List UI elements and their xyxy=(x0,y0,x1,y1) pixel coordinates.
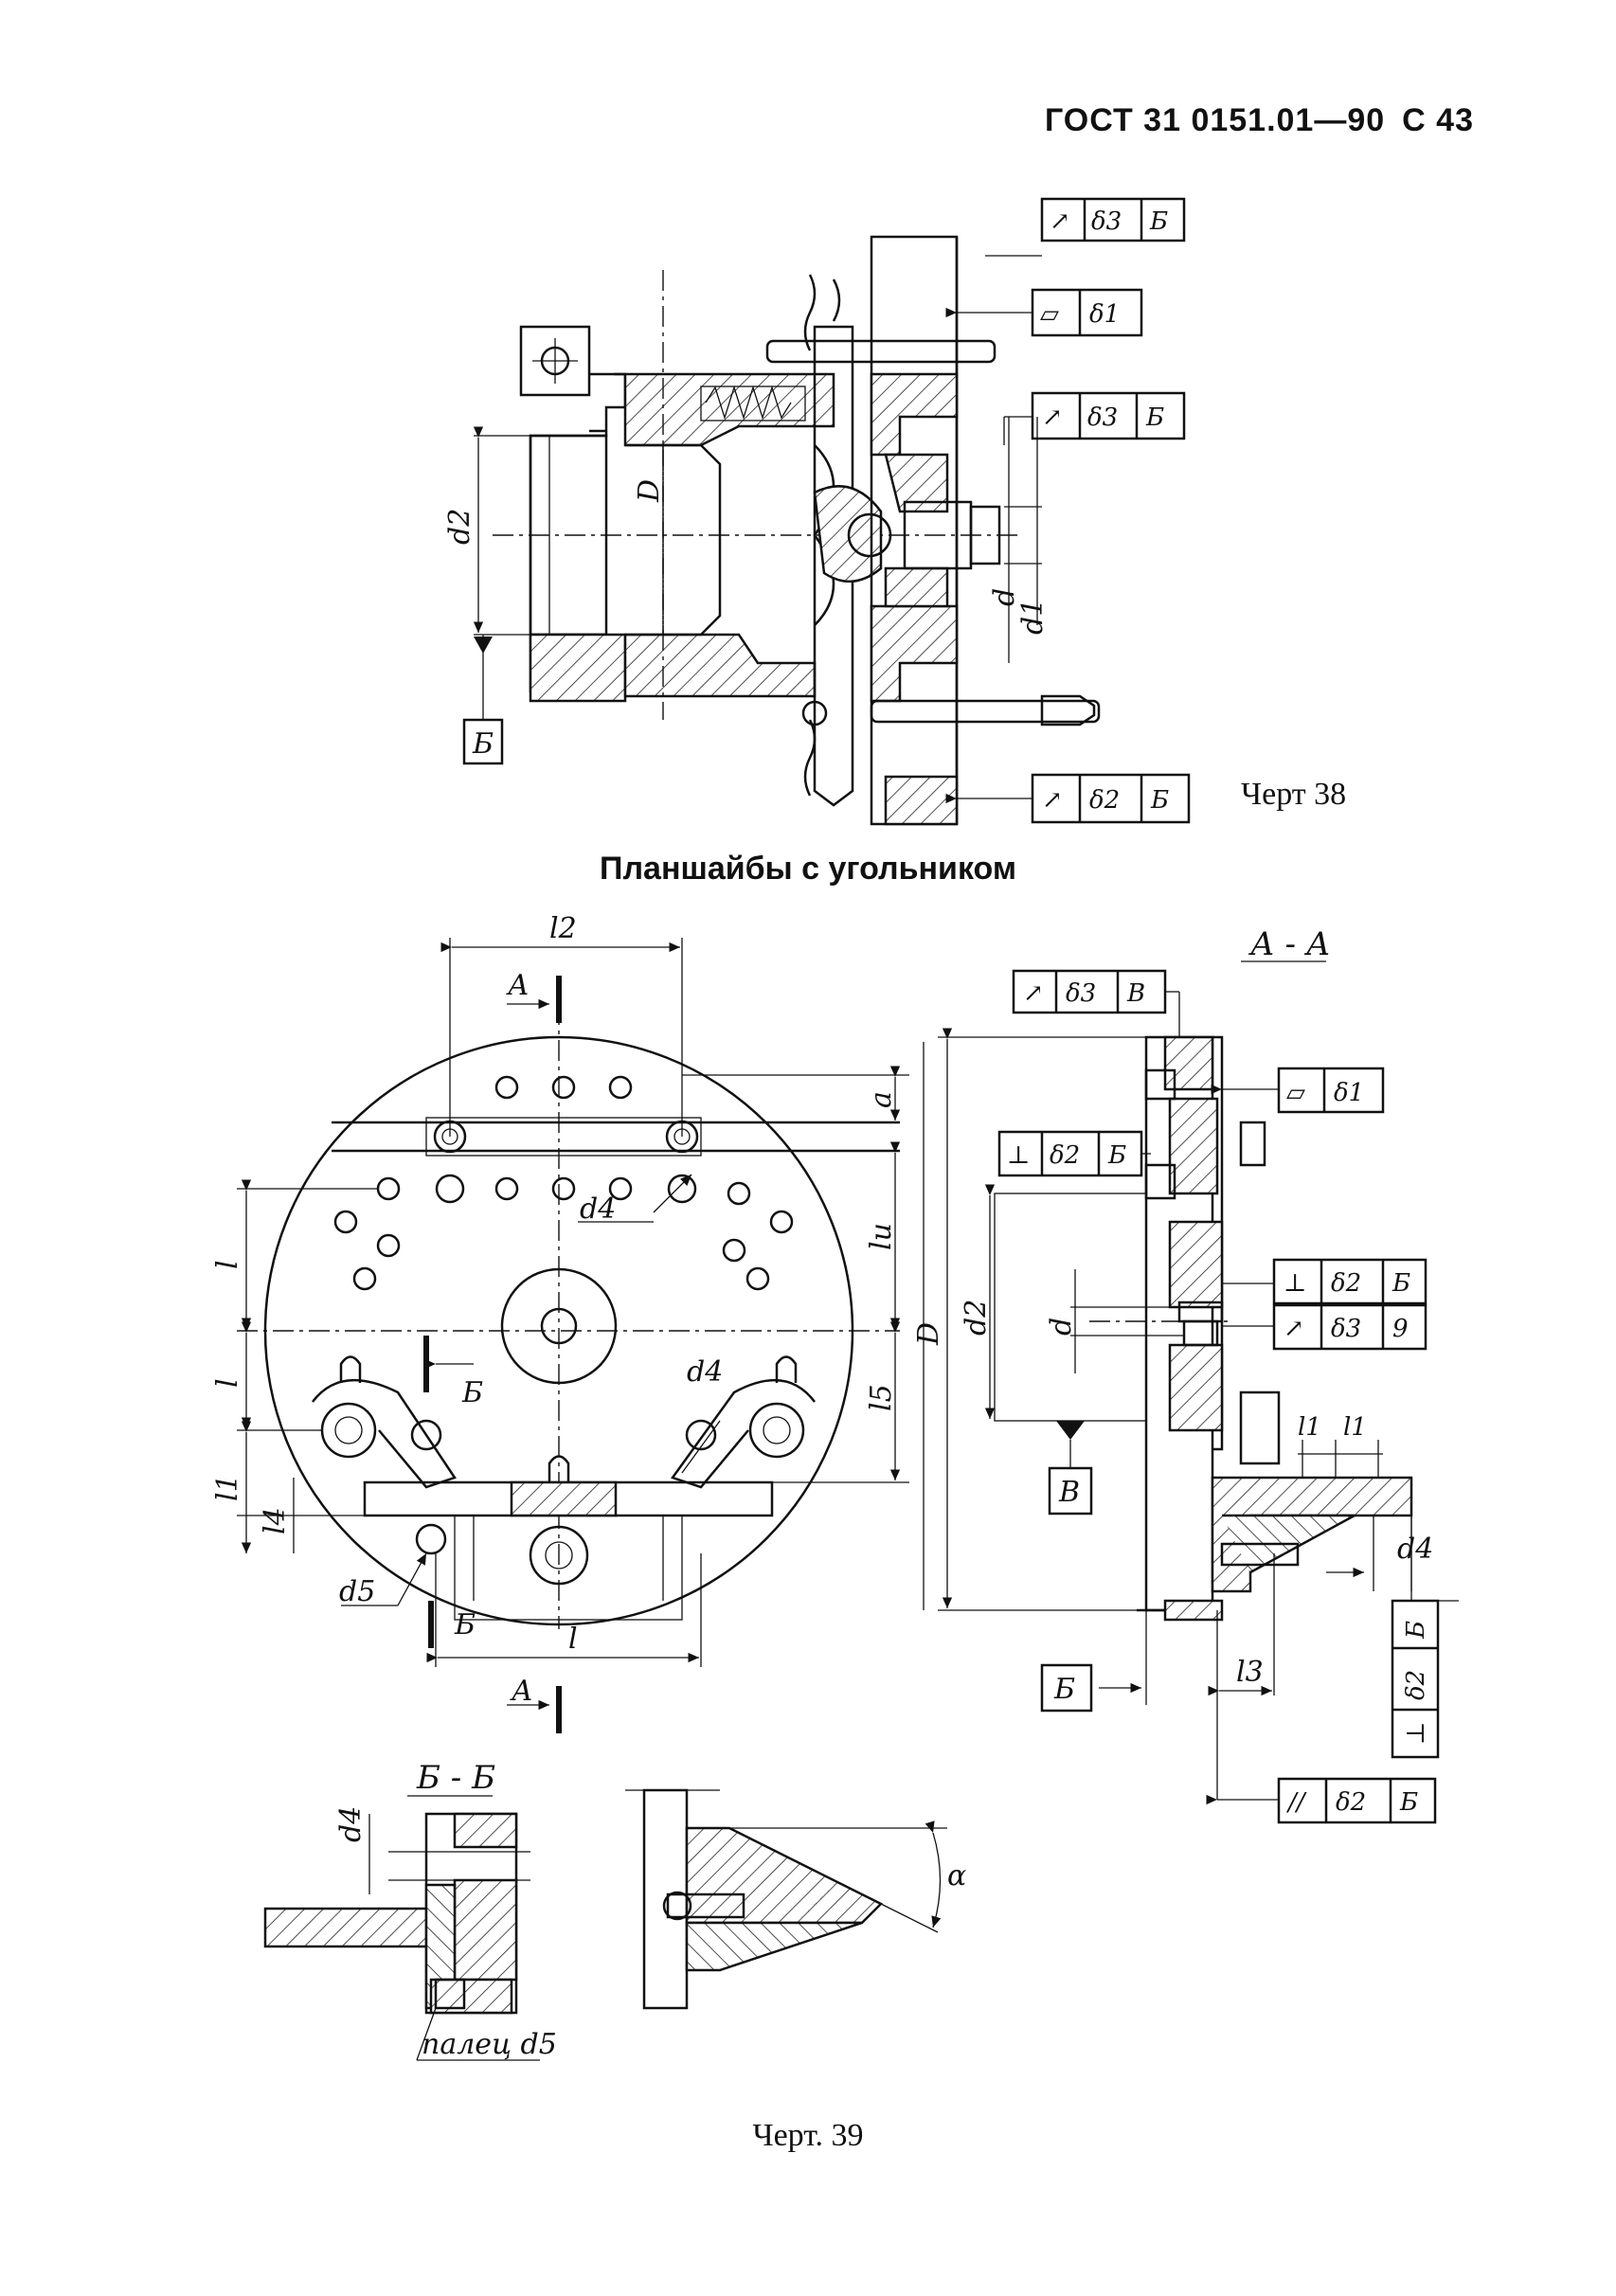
label-d5: d5 xyxy=(339,1575,375,1608)
svg-text:δ2: δ2 xyxy=(1402,1670,1430,1700)
section-mark-A-top: А xyxy=(506,969,530,1002)
svg-text:δ2: δ2 xyxy=(1331,1269,1361,1298)
svg-text:⊥: ⊥ xyxy=(1284,1269,1306,1298)
tolerance-frame-f39-4: ⊥ δ2 Б xyxy=(1222,1258,1427,1305)
dim-a: a xyxy=(865,1091,898,1108)
label-d4-upper: d4 xyxy=(580,1193,616,1226)
label-d4-lower: d4 xyxy=(687,1355,723,1389)
dim-d4-aa: d4 xyxy=(1397,1533,1433,1566)
svg-text:Б: Б xyxy=(1145,404,1164,432)
svg-text:δ3: δ3 xyxy=(1087,404,1118,432)
dim-l4-left: l4 xyxy=(259,1507,292,1534)
label-d2-fig38: d2 xyxy=(443,509,476,545)
dim-l3: l3 xyxy=(1236,1656,1264,1689)
dim-l-left-1: l xyxy=(211,1260,244,1269)
tolerance-frame-f38-3: ↗ δ3 Б xyxy=(1003,391,1186,445)
dim-alpha: α xyxy=(947,1859,966,1892)
svg-text:⊥: ⊥ xyxy=(1402,1722,1430,1745)
dim-d4-bb: d4 xyxy=(334,1806,368,1842)
svg-text:δ1: δ1 xyxy=(1089,300,1120,329)
svg-text:9: 9 xyxy=(1392,1315,1409,1343)
tolerance-frame-f39-3: ⊥ δ2 Б xyxy=(997,1130,1151,1177)
label-finger-d5: палец d5 xyxy=(422,2028,557,2061)
svg-text://: // xyxy=(1285,1788,1307,1817)
dim-l1-aa-1: l1 xyxy=(1298,1413,1321,1442)
svg-text:δ2: δ2 xyxy=(1089,786,1120,815)
dim-l5: l5 xyxy=(865,1384,898,1411)
base-label-fig38: Б xyxy=(472,727,494,761)
page-number: С 43 xyxy=(1402,102,1474,138)
tolerance-frame-f39-7: // δ2 Б xyxy=(1206,1695,1437,1824)
figure-39-section-aa: А - А xyxy=(938,925,1459,1824)
svg-text:Б: Б xyxy=(1399,1788,1418,1817)
label-d1-fig38: d1 xyxy=(1016,599,1050,635)
section-mark-B-mid: Б xyxy=(461,1376,483,1409)
figure-38-drawing: d2 D d d1 Б ↗ δ3 Б xyxy=(443,197,1191,826)
dim-l-left-2: l xyxy=(211,1378,244,1388)
tolerance-frame-f39-6: ⊥ δ2 Б xyxy=(1391,1516,1459,1759)
standard-number: ГОСТ 31 0151.01—90 xyxy=(1044,102,1386,138)
tolerance-frame-f38-4: ↗ δ2 Б xyxy=(945,773,1191,824)
svg-text:↗: ↗ xyxy=(1284,1315,1304,1343)
svg-text:↗: ↗ xyxy=(1042,786,1063,815)
tolerance-frame-f39-5: ↗ δ3 9 xyxy=(1222,1303,1427,1351)
figure-39-caption: Черт. 39 xyxy=(752,2118,864,2153)
figure-39-section-bb: Б - Б d4 палец d5 xyxy=(263,1759,557,2061)
label-d-fig38: d xyxy=(988,588,1021,606)
section-bb-title: Б - Б xyxy=(416,1759,495,1797)
svg-text:δ3: δ3 xyxy=(1331,1315,1361,1343)
figure-38-caption: Черт 38 xyxy=(1241,777,1347,812)
svg-text:Б: Б xyxy=(1107,1141,1126,1170)
dim-l1-left: l1 xyxy=(211,1474,244,1501)
section-aa-title: А - А xyxy=(1248,925,1331,963)
label-D-fig38: D xyxy=(633,479,666,503)
svg-text:▱: ▱ xyxy=(1040,300,1059,329)
figure-39-plan-view: А А Б Б l2 l xyxy=(211,912,945,1733)
dim-l-bottom: l xyxy=(568,1623,578,1656)
svg-text:⊥: ⊥ xyxy=(1007,1141,1030,1170)
section-mark-A-bottom: А xyxy=(510,1675,533,1708)
base-B-aa: Б xyxy=(1053,1673,1075,1706)
dim-lu: lu xyxy=(865,1223,898,1250)
figure-39-angle-detail: α xyxy=(625,1788,966,2010)
svg-text:δ2: δ2 xyxy=(1336,1788,1366,1817)
svg-text:δ2: δ2 xyxy=(1050,1141,1080,1170)
dim-d2-aa: d2 xyxy=(960,1300,993,1336)
tolerance-frame-f38-1: ↗ δ3 Б xyxy=(985,197,1186,257)
dim-l1-aa-2: l1 xyxy=(1343,1413,1367,1442)
dim-D-plan: D xyxy=(912,1322,945,1346)
svg-text:↗: ↗ xyxy=(1050,207,1070,236)
svg-text:δ3: δ3 xyxy=(1091,207,1122,236)
svg-text:↗: ↗ xyxy=(1023,979,1044,1008)
svg-text:δ3: δ3 xyxy=(1066,979,1096,1008)
svg-text:В: В xyxy=(1126,979,1145,1008)
svg-text:Б: Б xyxy=(1149,207,1168,236)
svg-text:↗: ↗ xyxy=(1042,404,1063,432)
tolerance-frame-f38-2: ▱ δ1 xyxy=(945,288,1143,337)
section-subtitle: Планшайбы с угольником xyxy=(600,851,1016,887)
section-mark-B-low: Б xyxy=(454,1608,476,1641)
base-V-label: В xyxy=(1058,1476,1080,1509)
svg-text:▱: ▱ xyxy=(1286,1079,1305,1107)
tolerance-frame-f39-2: ▱ δ1 xyxy=(1211,1067,1385,1114)
svg-text:Б: Б xyxy=(1150,786,1169,815)
svg-text:Б: Б xyxy=(1402,1621,1430,1640)
dim-d-aa: d xyxy=(1045,1318,1078,1336)
page-header: ГОСТ 31 0151.01—90 С 43 xyxy=(1028,102,1474,139)
dim-l2: l2 xyxy=(549,912,577,945)
tolerance-frame-f39-1: ↗ δ3 В xyxy=(1012,969,1180,1037)
svg-text:Б: Б xyxy=(1392,1269,1410,1298)
svg-text:δ1: δ1 xyxy=(1334,1079,1364,1107)
